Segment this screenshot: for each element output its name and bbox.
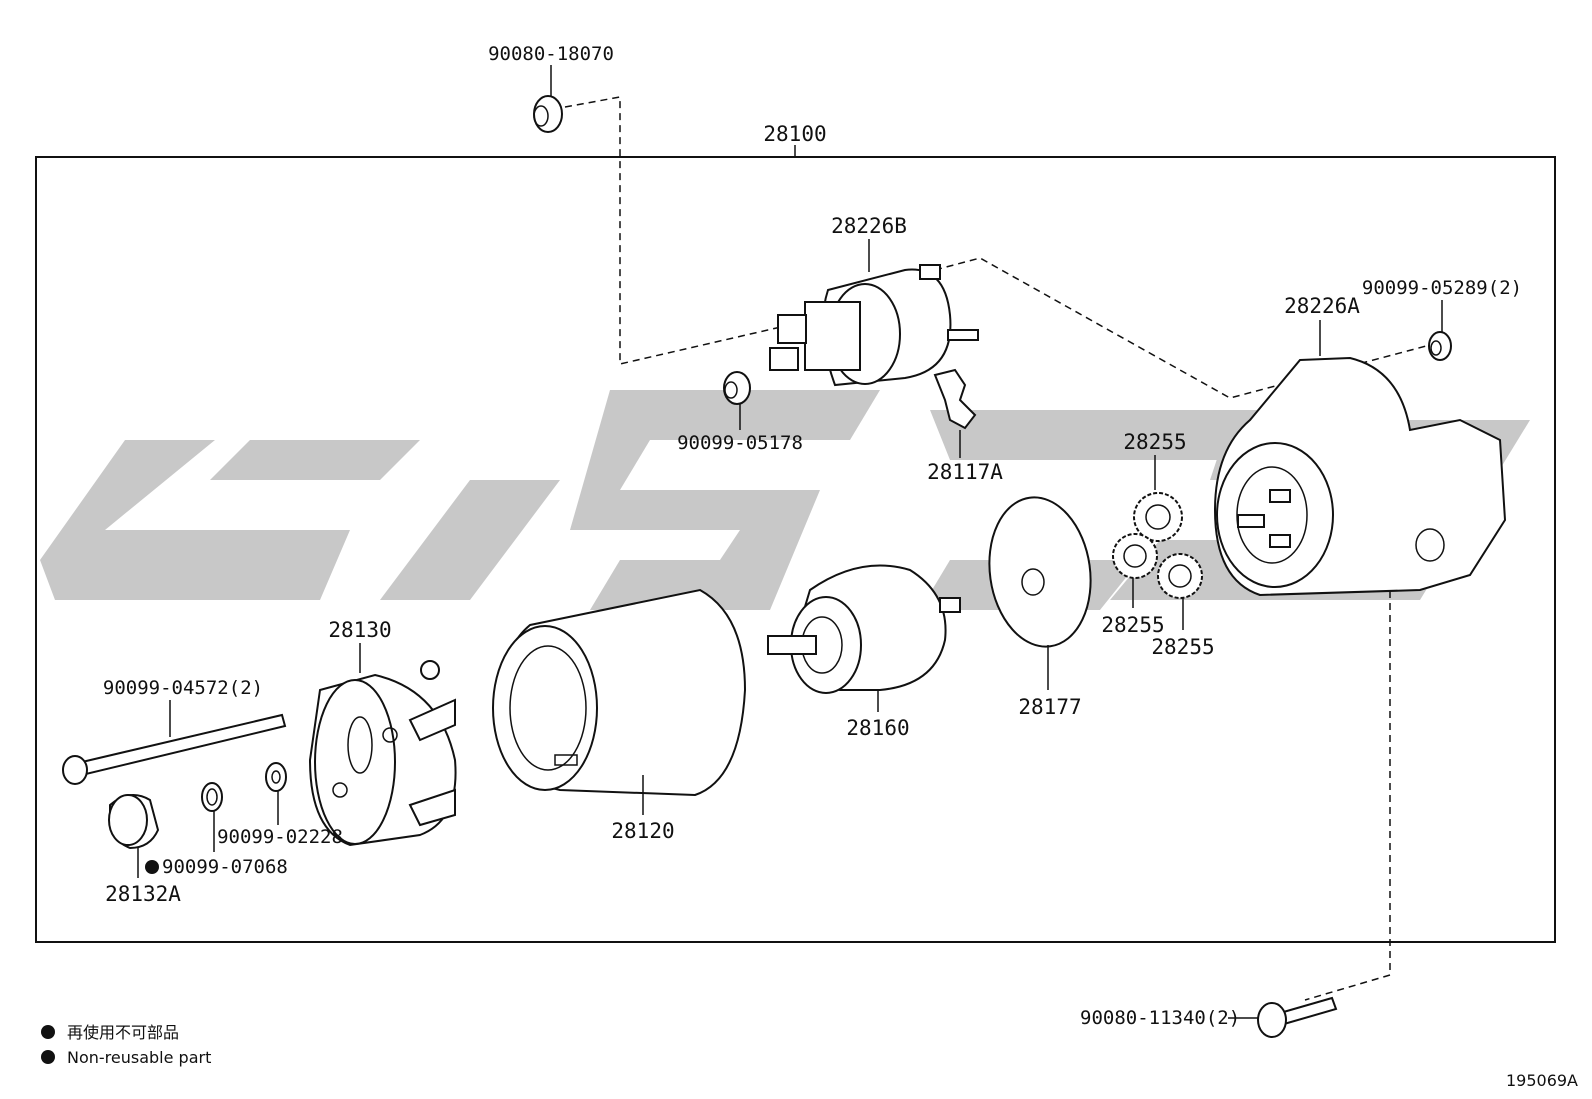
- plate-28177: [988, 496, 1092, 690]
- label-28130: 28130: [328, 618, 391, 642]
- clip-90099-07068: [201, 782, 223, 852]
- label-28177: 28177: [1018, 695, 1081, 719]
- label-90099-02228: 90099-02228: [217, 826, 343, 848]
- label-90080-11340: 90080-11340(2): [1080, 1007, 1240, 1029]
- label-28255-left: 28255: [1101, 613, 1164, 637]
- yoke-28120: [492, 588, 747, 815]
- solenoid-28226B: [769, 239, 979, 387]
- diagram-code: 195069A: [1506, 1071, 1578, 1090]
- label-28255-top: 28255: [1123, 430, 1186, 454]
- legend-en: Non-reusable part: [67, 1048, 211, 1067]
- cap-28132A: [108, 794, 160, 878]
- end-frame-28130: [308, 643, 457, 847]
- legend: 再使用不可部品 Non-reusable part: [41, 1023, 211, 1067]
- label-28117A: 28117A: [927, 460, 1003, 484]
- legend-jp: 再使用不可部品: [67, 1023, 179, 1042]
- housing-28226A: [1213, 320, 1507, 597]
- legend-bullet-en: [41, 1050, 55, 1064]
- non-reusable-marker: [145, 860, 159, 874]
- nut-90099-05178: [723, 371, 751, 430]
- label-90099-07068: 90099-07068: [162, 856, 288, 878]
- label-28226A: 28226A: [1284, 294, 1360, 318]
- label-28255-right: 28255: [1151, 635, 1214, 659]
- label-28132A: 28132A: [105, 882, 181, 906]
- legend-bullet-jp: [41, 1025, 55, 1039]
- nut-90080-18070: [533, 65, 563, 133]
- nut-90099-05289: [1428, 300, 1452, 361]
- label-28100: 28100: [763, 122, 826, 146]
- label-90080-18070: 90080-18070: [488, 43, 614, 65]
- bolt-90080-11340: [1228, 996, 1338, 1038]
- label-90099-04572: 90099-04572(2): [103, 677, 263, 699]
- gear-28255-left: [1112, 533, 1158, 608]
- armature-28160: [767, 564, 961, 712]
- gear-28255-right: [1157, 553, 1203, 630]
- label-28120: 28120: [611, 819, 674, 843]
- label-28226B: 28226B: [831, 214, 907, 238]
- bolt-90099-04572: [62, 700, 287, 785]
- label-28160: 28160: [846, 716, 909, 740]
- lever-28117A: [933, 368, 977, 458]
- washer-90099-02228: [265, 762, 287, 825]
- gear-28255-top: [1133, 455, 1183, 542]
- label-90099-05178: 90099-05178: [677, 432, 803, 454]
- label-90099-05289: 90099-05289(2): [1362, 277, 1522, 299]
